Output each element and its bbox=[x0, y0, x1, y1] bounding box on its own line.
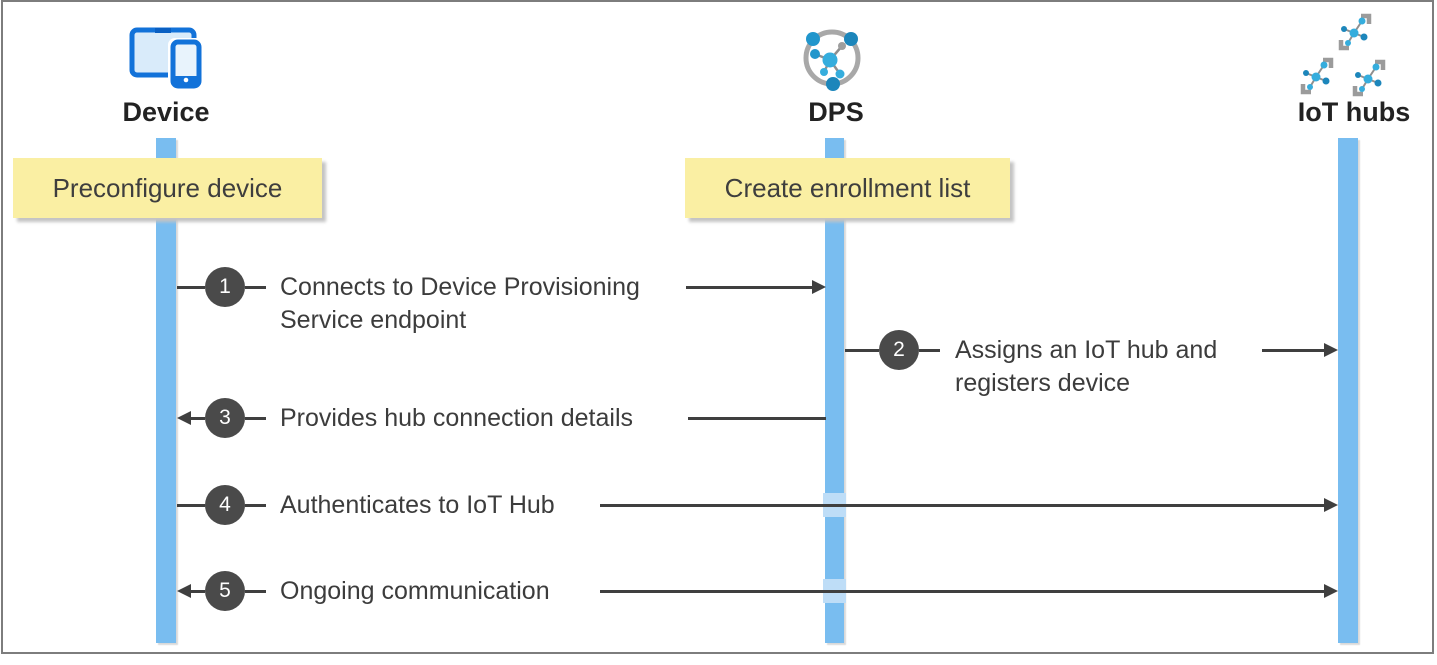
iot-hubs-cluster-icon bbox=[1297, 12, 1409, 98]
message-text: Assigns an IoT hub and bbox=[955, 336, 1218, 364]
lifeline-device bbox=[156, 138, 176, 643]
message-line bbox=[1262, 349, 1325, 352]
arrowhead-right-icon bbox=[1324, 584, 1338, 598]
message-line bbox=[688, 417, 826, 420]
message-line bbox=[190, 417, 205, 420]
message-text: Service endpoint bbox=[280, 306, 467, 334]
message-line bbox=[845, 349, 879, 352]
message-line bbox=[190, 590, 205, 593]
message-line bbox=[245, 590, 266, 593]
actor-label-dps: DPS bbox=[808, 97, 864, 127]
note-preconfigure-device: Preconfigure device bbox=[13, 158, 322, 218]
step-number-badge: 4 bbox=[205, 485, 245, 525]
step-number-badge: 1 bbox=[205, 267, 245, 307]
message-text: Ongoing communication bbox=[280, 577, 550, 605]
note-create-enrollment-list: Create enrollment list bbox=[685, 158, 1010, 218]
message-line bbox=[600, 504, 1325, 507]
message-line bbox=[686, 286, 813, 289]
message-line bbox=[600, 590, 1325, 593]
message-line bbox=[177, 286, 205, 289]
arrowhead-right-icon bbox=[1324, 498, 1338, 512]
message-line bbox=[245, 286, 266, 289]
message-text: registers device bbox=[955, 369, 1131, 397]
message-text: Authenticates to IoT Hub bbox=[280, 491, 555, 519]
message-text: Provides hub connection details bbox=[280, 404, 634, 432]
arrowhead-right-icon bbox=[1324, 343, 1338, 357]
step-number-badge: 2 bbox=[879, 330, 919, 370]
step-number-badge: 5 bbox=[205, 571, 245, 611]
message-line bbox=[245, 417, 266, 420]
message-line bbox=[919, 349, 940, 352]
dps-network-icon bbox=[803, 29, 861, 91]
actor-label-iot-hubs: IoT hubs bbox=[1297, 97, 1411, 127]
note-text: Create enrollment list bbox=[724, 172, 971, 203]
arrowhead-left-icon bbox=[177, 584, 191, 598]
arrowhead-left-icon bbox=[177, 411, 191, 425]
message-line bbox=[245, 504, 266, 507]
lifeline-iot-hubs bbox=[1338, 138, 1358, 643]
arrowhead-right-icon bbox=[812, 280, 826, 294]
message-text: Connects to Device Provisioning bbox=[280, 273, 640, 301]
note-text: Preconfigure device bbox=[52, 172, 283, 203]
actor-label-device: Device bbox=[122, 97, 210, 127]
device-tablet-phone-icon bbox=[129, 27, 203, 90]
message-line bbox=[177, 504, 205, 507]
step-number-badge: 3 bbox=[205, 398, 245, 438]
